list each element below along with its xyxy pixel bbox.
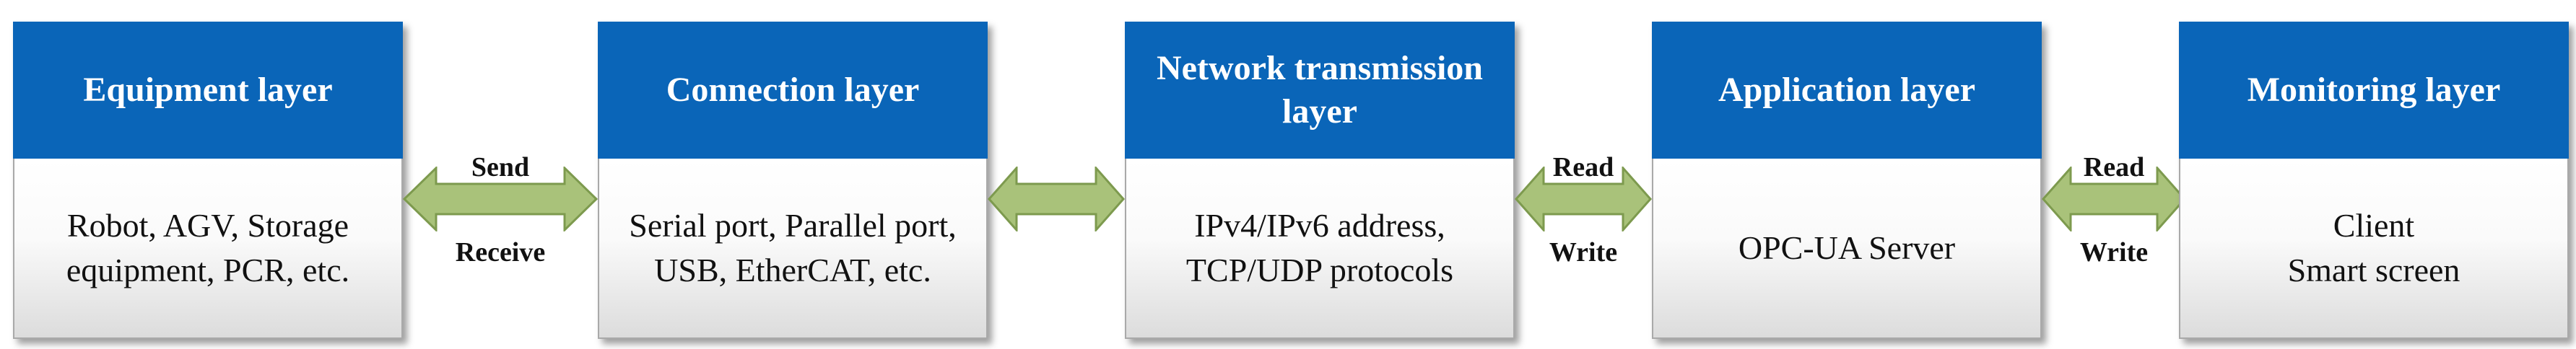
network-transmission-layer-title: Network transmission layer (1125, 22, 1515, 159)
read-label: Read (1552, 152, 1614, 182)
read-write-connector-2: Read Write (2042, 0, 2186, 349)
double-arrow-icon (988, 167, 1125, 231)
read-label: Read (2083, 152, 2145, 182)
send-receive-connector: Send Receive (403, 0, 598, 349)
double-arrow-icon (2042, 167, 2186, 231)
monitoring-layer-title: Monitoring layer (2179, 22, 2569, 159)
equipment-layer-description: Robot, AGV, Storage equipment, PCR, etc. (13, 159, 403, 339)
double-arrow-icon (1515, 167, 1652, 231)
connection-layer-description: Serial port, Parallel port, USB, EtherCA… (598, 159, 988, 339)
application-layer-title: Application layer (1652, 22, 2042, 159)
network-transmission-layer-description: IPv4/IPv6 address, TCP/UDP protocols (1125, 159, 1515, 339)
read-write-connector-1: Read Write (1515, 0, 1652, 349)
write-label: Write (2079, 237, 2149, 268)
application-layer-box: Application layer OPC-UA Server (1652, 22, 2042, 339)
application-layer-description: OPC-UA Server (1652, 159, 2042, 339)
connection-layer-title: Connection layer (598, 22, 988, 159)
monitoring-layer-box: Monitoring layer Client Smart screen (2179, 22, 2569, 339)
monitoring-layer-description: Client Smart screen (2179, 159, 2569, 339)
network-transmission-layer-box: Network transmission layer IPv4/IPv6 add… (1125, 22, 1515, 339)
equipment-layer-title: Equipment layer (13, 22, 403, 159)
send-label: Send (471, 152, 530, 182)
equipment-layer-box: Equipment layer Robot, AGV, Storage equi… (13, 22, 403, 339)
connection-layer-box: Connection layer Serial port, Parallel p… (598, 22, 988, 339)
connection-network-connector (988, 0, 1125, 349)
double-arrow-icon (403, 167, 598, 231)
write-label: Write (1549, 237, 1618, 268)
receive-label: Receive (455, 237, 546, 268)
